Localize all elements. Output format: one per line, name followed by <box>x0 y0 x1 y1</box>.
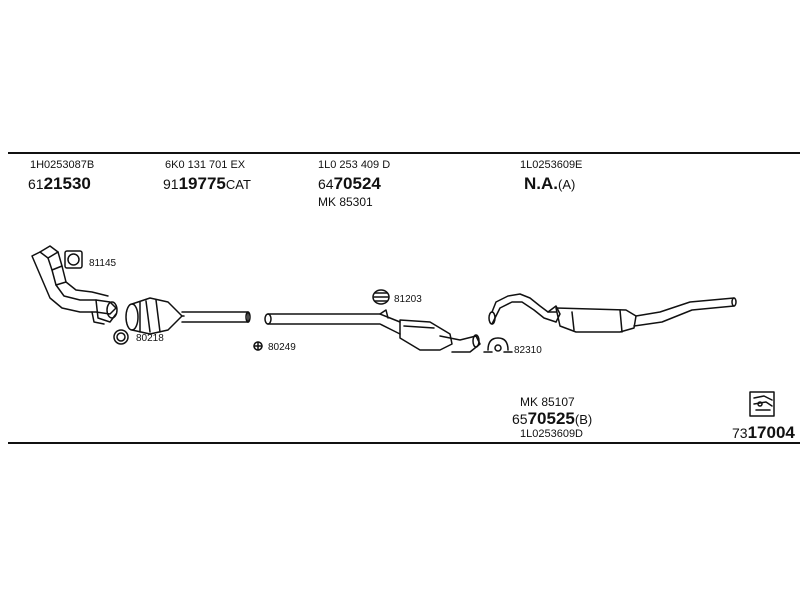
group-4-part-number: N.A.(A) <box>524 175 575 194</box>
group-1-prefix: 61 <box>28 176 44 192</box>
group-3-prefix: 64 <box>318 176 334 192</box>
clamp-82310-icon <box>483 337 513 353</box>
group-3-part-number: 6470524 <box>318 175 381 193</box>
part-81203-label: 81203 <box>394 294 422 305</box>
bottom-divider <box>8 442 800 444</box>
exhaust-manifold-icon <box>31 245 118 325</box>
kit-box-icon <box>749 391 775 417</box>
kit-number: 17004 <box>747 423 795 442</box>
group-2-code: 6K0 131 701 EX <box>165 159 246 171</box>
group-3-code: 1L0 253 409 D <box>318 159 391 171</box>
bottom-number: 70525 <box>527 409 575 428</box>
bottom-mk: MK 85107 <box>520 395 575 409</box>
group-4-number: N.A. <box>524 174 558 193</box>
bottom-prefix: 65 <box>512 411 528 427</box>
hanger-81203-icon <box>372 289 390 305</box>
ring-80218-icon <box>113 329 129 345</box>
group-3-mk: MK 85301 <box>318 195 373 209</box>
group-2-prefix: 91 <box>163 176 179 192</box>
middle-silencer-icon <box>264 309 481 353</box>
rear-silencer-icon <box>488 293 737 333</box>
part-80249-label: 80249 <box>268 342 296 353</box>
group-1-number: 21530 <box>43 174 91 193</box>
catalytic-converter-icon <box>125 297 251 335</box>
bottom-code: 1L0253609D <box>520 428 584 440</box>
bottom-part-number: 6570525(B) <box>512 410 592 429</box>
part-82310-label: 82310 <box>514 345 542 356</box>
group-3-number: 70524 <box>333 174 381 193</box>
group-1-part-number: 6121530 <box>28 175 91 193</box>
part-81145-label: 81145 <box>89 258 117 269</box>
group-4-suffix: (A) <box>558 177 576 192</box>
group-2-number: 19775 <box>178 174 226 193</box>
group-2-part-number: 9119775CAT <box>163 175 251 194</box>
clamp-80249-icon <box>253 341 263 351</box>
kit-part-number: 7317004 <box>732 424 795 442</box>
group-2-suffix: CAT <box>225 177 251 192</box>
group-4-code: 1L0253609E <box>520 159 583 171</box>
kit-prefix: 73 <box>732 425 748 441</box>
part-80218-label: 80218 <box>136 333 164 344</box>
gasket-81145-icon <box>64 250 83 269</box>
top-divider <box>8 152 800 154</box>
bottom-suffix: (B) <box>574 412 593 427</box>
group-1-code: 1H0253087B <box>30 159 95 171</box>
